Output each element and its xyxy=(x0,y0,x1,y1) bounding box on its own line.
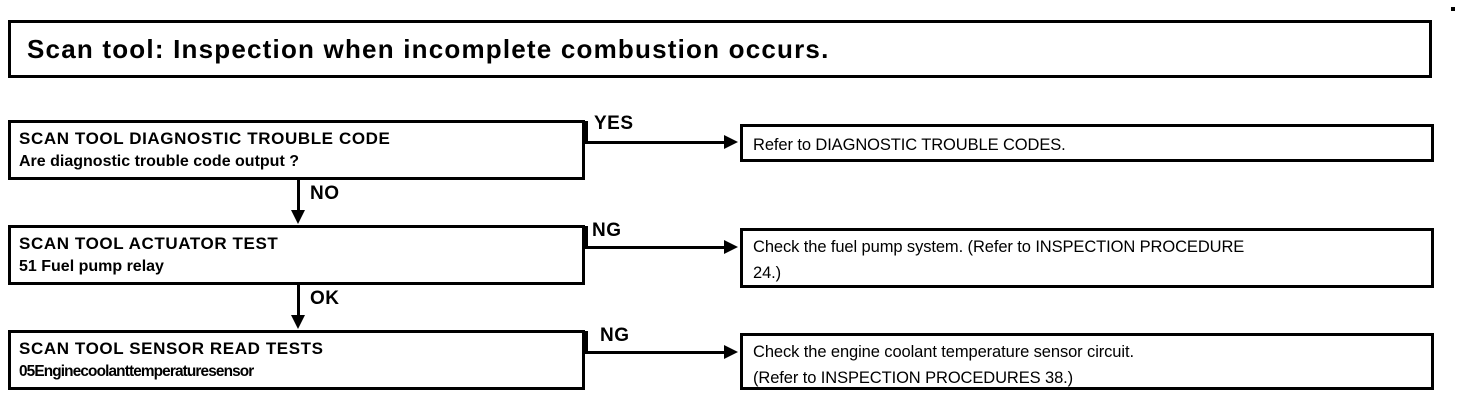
branch-riser-ng-1 xyxy=(585,226,588,248)
branch-connector-ng-1 xyxy=(585,246,733,249)
branch-label-ng-2: NG xyxy=(600,325,630,346)
flow-label-ok: OK xyxy=(310,288,340,309)
result-line: Check the engine coolant temperature sen… xyxy=(753,343,1134,361)
arrow-right-icon xyxy=(724,240,738,254)
step-box-actuator-test: SCAN TOOL ACTUATOR TEST 51 Fuel pump rel… xyxy=(8,225,585,285)
arrow-down-icon xyxy=(291,315,305,329)
arrow-down-icon xyxy=(291,210,305,224)
step-heading: SCAN TOOL SENSOR READ TESTS xyxy=(19,339,324,358)
branch-riser-yes xyxy=(585,121,588,143)
result-box-fuel-pump-system: Check the fuel pump system. (Refer to IN… xyxy=(740,228,1434,288)
title-banner: Scan tool: Inspection when incomplete co… xyxy=(8,20,1432,78)
result-line: (Refer to INSPECTION PROCEDURES 38.) xyxy=(753,369,1074,387)
flow-connector-no xyxy=(297,180,300,213)
step-detail: 51 Fuel pump relay xyxy=(19,258,164,275)
step-heading: SCAN TOOL ACTUATOR TEST xyxy=(19,234,279,253)
step-detail: Are diagnostic trouble code output ? xyxy=(19,153,299,170)
step-detail: 05Enginecoolanttemperaturesensor xyxy=(19,363,254,380)
step-box-diagnostic-trouble-code: SCAN TOOL DIAGNOSTIC TROUBLE CODE Are di… xyxy=(8,120,585,180)
branch-label-yes: YES xyxy=(594,113,634,134)
result-box-coolant-temp-sensor: Check the engine coolant temperature sen… xyxy=(740,333,1434,390)
scan-artifact-speck xyxy=(1451,7,1455,11)
step-box-sensor-read-tests: SCAN TOOL SENSOR READ TESTS 05Enginecool… xyxy=(8,330,585,390)
branch-riser-ng-2 xyxy=(585,331,588,353)
step-heading: SCAN TOOL DIAGNOSTIC TROUBLE CODE xyxy=(19,129,391,148)
result-line: 24.) xyxy=(753,264,782,282)
branch-connector-yes xyxy=(585,141,733,144)
result-box-refer-dtc: Refer to DIAGNOSTIC TROUBLE CODES. xyxy=(740,124,1434,162)
title-text: Scan tool: Inspection when incomplete co… xyxy=(27,34,830,64)
flow-connector-ok xyxy=(297,285,300,318)
result-line: Check the fuel pump system. (Refer to IN… xyxy=(753,238,1245,256)
result-line: Refer to DIAGNOSTIC TROUBLE CODES. xyxy=(753,136,1066,154)
flow-label-no: NO xyxy=(310,183,340,204)
arrow-right-icon xyxy=(724,345,738,359)
arrow-right-icon xyxy=(724,135,738,149)
branch-connector-ng-2 xyxy=(585,351,733,354)
branch-label-ng-1: NG xyxy=(592,220,622,241)
